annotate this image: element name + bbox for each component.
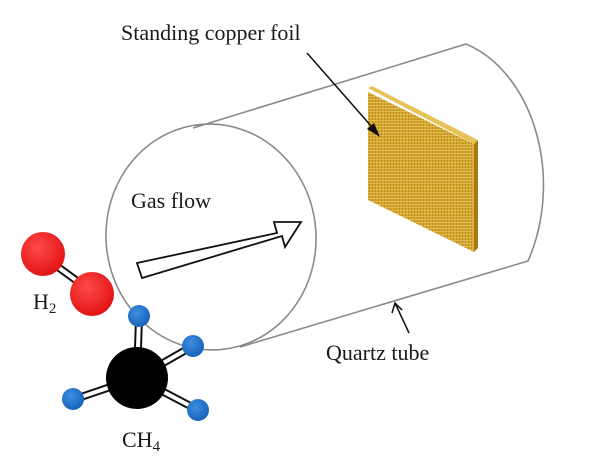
copper-foil-label: Standing copper foil xyxy=(121,20,301,45)
gas-flow-label: Gas flow xyxy=(131,188,212,213)
copper-foil-top-edge xyxy=(368,86,478,144)
methane-molecule xyxy=(62,305,209,421)
hydrogen-atom xyxy=(21,232,65,276)
copper-foil-face xyxy=(368,92,474,252)
quartz-tube-body xyxy=(192,43,545,348)
copper-foil xyxy=(368,86,478,252)
hydrogen-formula-label: H2 xyxy=(33,289,56,317)
methane-hydrogen-atom xyxy=(62,388,84,410)
quartz-tube-opening xyxy=(105,123,317,351)
hydrogen-formula-subscript: 2 xyxy=(48,301,57,317)
gas-flow-arrow xyxy=(135,221,303,280)
methane-formula-subscript: 4 xyxy=(152,439,161,455)
quartz-tube-label: Quartz tube xyxy=(326,340,430,365)
methane-hydrogen-atom xyxy=(128,305,150,327)
methane-formula-symbol: CH xyxy=(122,427,153,452)
methane-hydrogen-atom xyxy=(182,335,204,357)
carbon-atom xyxy=(106,347,168,409)
methane-formula-label: CH4 xyxy=(122,427,160,455)
quartz-tube xyxy=(105,43,545,351)
copper-foil-pointer-arrow xyxy=(306,52,380,137)
methane-hydrogen-atom xyxy=(187,399,209,421)
hydrogen-molecule xyxy=(21,232,114,316)
hydrogen-formula-symbol: H xyxy=(33,289,49,314)
copper-foil-side-edge xyxy=(474,140,478,252)
quartz-tube-pointer-arrow xyxy=(391,301,410,334)
hydrogen-atom xyxy=(70,272,114,316)
